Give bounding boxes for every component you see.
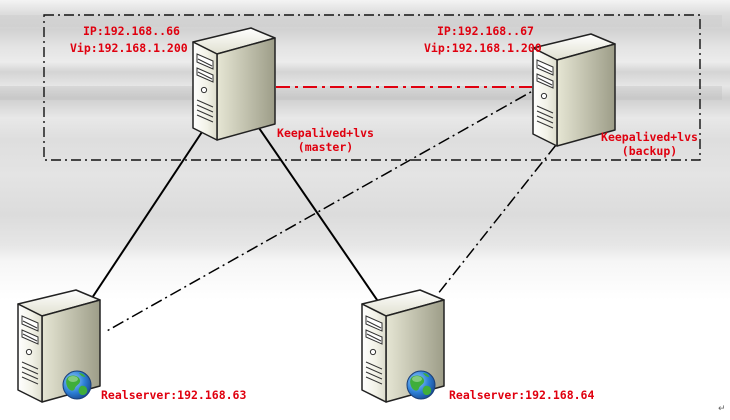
master-role-label: Keepalived+lvs (master) — [268, 126, 383, 154]
master-server-icon — [192, 27, 276, 141]
backup-vip-label: Vip:192.168.1.200 — [424, 41, 542, 55]
link-backup-realserver-1 — [104, 83, 546, 333]
lvs-cluster-boundary — [43, 14, 701, 161]
master-ip-label: IP:192.168..66 — [83, 24, 180, 38]
master-vip-label: Vip:192.168.1.200 — [70, 41, 188, 55]
link-master-realserver-1 — [87, 131, 203, 305]
backup-state-text: (backup) — [621, 144, 678, 158]
globe-icon — [62, 370, 92, 400]
background-band — [0, 15, 722, 27]
realserver-2-label: Realserver:192.168.64 — [449, 388, 595, 402]
master-role-text: Keepalived+lvs — [277, 126, 374, 140]
backup-role-label: Keepalived+lvs (backup) — [592, 130, 707, 158]
link-master-realserver-2 — [247, 111, 385, 311]
backup-role-text: Keepalived+lvs — [601, 130, 698, 144]
backup-ip-label: IP:192.168..67 — [437, 24, 534, 38]
paragraph-return-icon: ↵ — [718, 404, 726, 414]
master-state-text: (master) — [297, 140, 354, 154]
link-backup-realserver-2 — [436, 144, 557, 296]
globe-icon — [406, 370, 436, 400]
realserver-1-label: Realserver:192.168.63 — [101, 388, 247, 402]
